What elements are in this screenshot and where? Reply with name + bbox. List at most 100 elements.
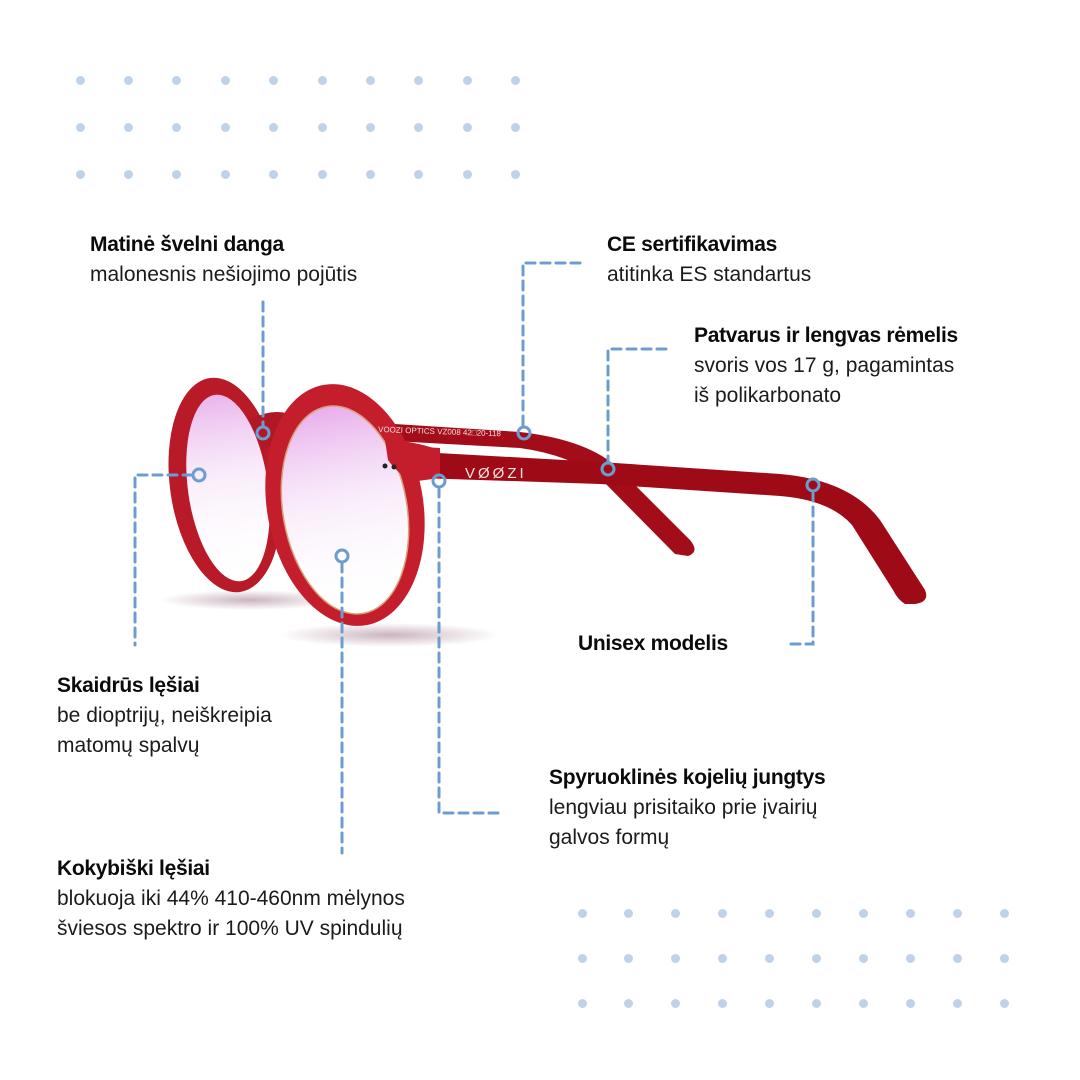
left-lens bbox=[168, 377, 282, 593]
dot bbox=[75, 75, 85, 85]
callout-desc: galvos formų bbox=[549, 826, 670, 849]
connector-unisex bbox=[784, 490, 815, 646]
dot bbox=[952, 953, 962, 963]
dot bbox=[269, 75, 279, 85]
dot bbox=[952, 998, 962, 1008]
callout-desc: matomų spalvų bbox=[57, 734, 200, 757]
dot bbox=[172, 75, 182, 85]
callout-unisex: Unisex modelis bbox=[578, 629, 728, 659]
callout-lines bbox=[133, 261, 815, 855]
dot bbox=[718, 998, 728, 1008]
dot bbox=[858, 998, 868, 1008]
shadow bbox=[160, 590, 340, 610]
dot bbox=[365, 169, 375, 179]
dot bbox=[765, 953, 775, 963]
dot bbox=[511, 169, 521, 179]
dot bbox=[414, 75, 424, 85]
dot bbox=[858, 953, 868, 963]
callout-desc: malonesnis nešiojimo pojūtis bbox=[90, 263, 358, 286]
dot bbox=[462, 75, 472, 85]
dot bbox=[905, 908, 915, 918]
dot bbox=[577, 998, 587, 1008]
dot bbox=[123, 169, 133, 179]
dot bbox=[123, 122, 133, 132]
callout-clear-lenses: Skaidrūs lęšiai be dioptrijų, neiškreipi… bbox=[57, 671, 272, 761]
callout-title: Unisex modelis bbox=[578, 632, 728, 655]
dot bbox=[462, 169, 472, 179]
dot bbox=[577, 908, 587, 918]
connector-clear bbox=[133, 473, 194, 647]
marker-unisex-icon bbox=[805, 477, 821, 493]
marker-clear-icon bbox=[191, 467, 207, 483]
dot bbox=[220, 169, 230, 179]
dot bbox=[624, 998, 634, 1008]
dot bbox=[624, 953, 634, 963]
dot bbox=[999, 998, 1009, 1008]
callout-title: Skaidrūs lęšiai bbox=[57, 674, 200, 697]
dot bbox=[765, 908, 775, 918]
callout-spring-hinges: Spyruoklinės kojelių jungtys lengviau pr… bbox=[549, 763, 826, 853]
callout-desc: be dioptrijų, neiškreipia bbox=[57, 704, 272, 727]
callout-matte-coating: Matinė švelni danga malonesnis nešiojimo… bbox=[90, 230, 357, 290]
dot bbox=[365, 122, 375, 132]
callout-desc: atitinka ES standartus bbox=[607, 263, 812, 286]
dot bbox=[462, 122, 472, 132]
dot bbox=[511, 122, 521, 132]
marker-hinges-icon bbox=[431, 473, 447, 489]
dot bbox=[317, 169, 327, 179]
dot bbox=[172, 169, 182, 179]
dot bbox=[952, 908, 962, 918]
dot bbox=[671, 953, 681, 963]
rivet bbox=[382, 463, 388, 469]
connector-frame bbox=[606, 347, 668, 464]
dot bbox=[317, 122, 327, 132]
brand-logo: VØØZI bbox=[465, 465, 527, 482]
callout-title: Spyruoklinės kojelių jungtys bbox=[549, 766, 826, 789]
callout-title: CE sertifikavimas bbox=[607, 233, 777, 256]
dot bbox=[75, 122, 85, 132]
dot bbox=[220, 75, 230, 85]
dot bbox=[858, 908, 868, 918]
dot bbox=[123, 75, 133, 85]
callout-desc: lengviau prisitaiko prie įvairių bbox=[549, 796, 818, 819]
dot bbox=[765, 998, 775, 1008]
callout-desc: iš polikarbonato bbox=[694, 384, 842, 407]
marker-matte-icon bbox=[255, 425, 271, 441]
dot bbox=[511, 75, 521, 85]
callout-title: Matinė švelni danga bbox=[90, 233, 284, 256]
dot bbox=[269, 122, 279, 132]
callout-desc: blokuoja iki 44% 410-460nm mėlynos bbox=[57, 887, 405, 910]
dot bbox=[317, 75, 327, 85]
callout-title: Kokybiški lęšiai bbox=[57, 857, 210, 880]
shadow bbox=[280, 623, 500, 647]
dot bbox=[414, 122, 424, 132]
callout-desc: šviesos spektro ir 100% UV spindulių bbox=[57, 917, 403, 940]
dot bbox=[812, 998, 821, 1008]
dot bbox=[905, 998, 915, 1008]
dot bbox=[172, 122, 182, 132]
connector-ce bbox=[521, 261, 582, 428]
callout-durable-frame: Patvarus ir lengvas rėmelis svoris vos 1… bbox=[694, 321, 958, 411]
dot bbox=[999, 953, 1009, 963]
hinge-block bbox=[385, 440, 440, 482]
marker-quality-icon bbox=[334, 548, 350, 564]
callout-title: Patvarus ir lengvas rėmelis bbox=[694, 324, 958, 347]
callout-quality-lenses: Kokybiški lęšiai blokuoja iki 44% 410-46… bbox=[57, 854, 405, 944]
marker-ce-icon bbox=[516, 425, 532, 441]
dot bbox=[414, 169, 424, 179]
marker-frame-icon bbox=[600, 461, 616, 477]
callout-desc: svoris vos 17 g, pagamintas bbox=[694, 354, 955, 377]
callout-ce-certification: CE sertifikavimas atitinka ES standartus bbox=[607, 230, 811, 290]
dot bbox=[269, 169, 279, 179]
dot bbox=[671, 998, 681, 1008]
dot bbox=[999, 908, 1009, 918]
rivet bbox=[391, 464, 397, 470]
dot bbox=[75, 169, 85, 179]
dot bbox=[365, 75, 375, 85]
dot bbox=[812, 908, 821, 918]
dot bbox=[220, 122, 230, 132]
dot bbox=[671, 908, 681, 918]
dot bbox=[624, 908, 634, 918]
dot bbox=[718, 953, 728, 963]
